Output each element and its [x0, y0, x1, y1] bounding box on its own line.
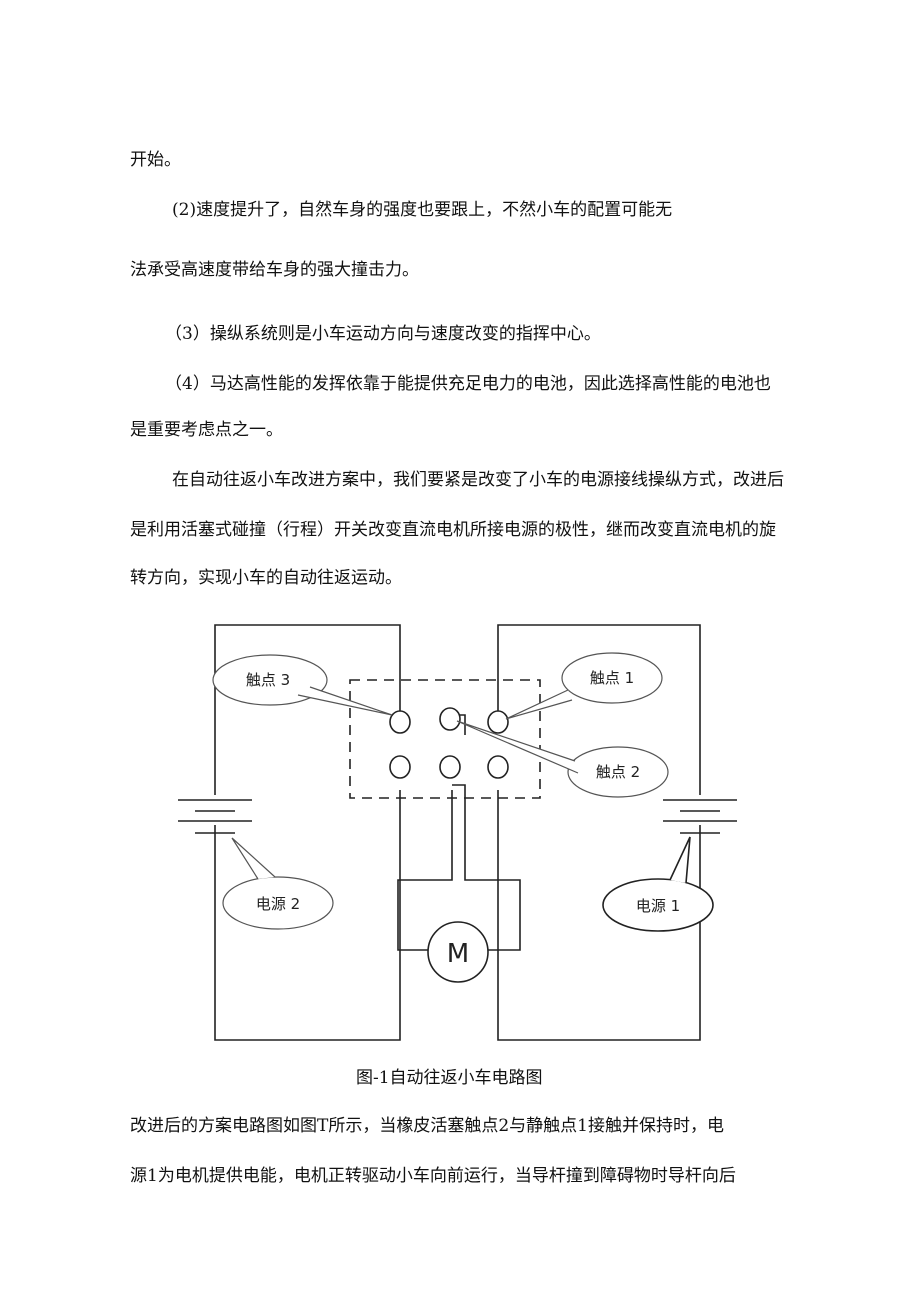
wire-right-lower: [497, 790, 701, 1041]
motor: [427, 921, 489, 983]
figure-caption: 图-1自动往返小车电路图: [356, 1068, 543, 1088]
paragraph-line: 在自动往返小车改进方案中，我们要紧是改变了小车的电源接线操纵方式，改进后: [172, 470, 784, 490]
label-contact1: 触点 1: [590, 669, 634, 687]
battery-left: [178, 799, 252, 834]
paragraph-line: （4）马达高性能的发挥依靠于能提供充足电力的电池，因此选择高性能的电池也: [165, 374, 771, 394]
label-contact2: 触点 2: [596, 763, 640, 781]
label-power2: 电源 2: [256, 895, 300, 913]
paragraph-line: 源1为电机提供电能，电机正转驱动小车向前运行，当导杆撞到障碍物时导杆向后: [130, 1166, 736, 1186]
callout-power1: [602, 836, 714, 932]
contact-bottom-right: [487, 755, 509, 779]
paragraph-line: 是利用活塞式碰撞（行程）开关改变直流电机所接电源的极性，继而改变直流电机的旋: [130, 520, 776, 540]
wire-left-lower: [214, 790, 401, 1041]
paragraph-line: (2)速度提升了，自然车身的强度也要跟上，不然小车的配置可能无: [172, 200, 673, 220]
callout-contact2: [456, 720, 669, 798]
contact-top-mid: [439, 707, 461, 731]
label-contact3: 触点 3: [246, 671, 290, 689]
callout-contact1: [505, 652, 663, 720]
wire-right-loop: [497, 624, 701, 795]
paragraph-line: 法承受高速度带给车身的强大撞击力。: [130, 260, 419, 280]
callout-contact3: [212, 654, 393, 716]
battery-right: [663, 799, 737, 834]
contact-bottom-left: [389, 755, 411, 779]
contact-bottom-mid: [439, 755, 461, 779]
motor-label: M: [447, 939, 469, 969]
label-power1: 电源 1: [636, 897, 680, 915]
paragraph-line: 转方向，实现小车的自动往返运动。: [130, 568, 402, 588]
paragraph-line: （3）操纵系统则是小车运动方向与速度改变的指挥中心。: [165, 324, 601, 344]
wire-left-loop: [214, 624, 401, 795]
wire-motor: [397, 790, 453, 951]
switch-box: [349, 679, 541, 799]
contact-top-left: [389, 710, 411, 734]
circuit-diagram: M 触点 3 触点 1 触点 2 电源 2 电源 1: [178, 624, 737, 1041]
paragraph-line: 开始。: [130, 150, 181, 170]
contact-top-right: [487, 710, 509, 734]
paragraph-line: 改进后的方案电路图如图T所示，当橡皮活塞触点2与静触点1接触并保持时，电: [130, 1116, 724, 1136]
paragraph-line: 是重要考虑点之一。: [130, 420, 283, 440]
callout-power2: [222, 837, 334, 930]
